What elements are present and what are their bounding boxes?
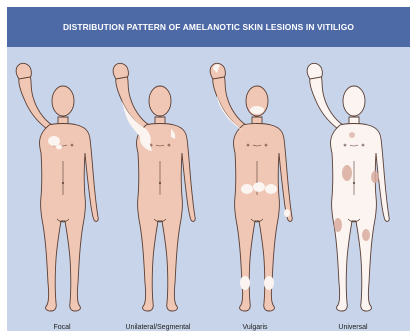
figure-area: Focal Unilateral/Segmental Vulgaris Univ… <box>7 47 410 331</box>
residual-pigment-patch <box>371 171 379 183</box>
caption-focal: Focal <box>17 324 107 331</box>
residual-pigment-patch <box>362 229 370 241</box>
figure-focal <box>16 63 98 311</box>
caption-segmental: Unilateral/Segmental <box>113 324 203 331</box>
title-bar: DISTRIBUTION PATTERN OF AMELANOTIC SKIN … <box>7 7 410 47</box>
residual-pigment-patch <box>349 132 355 138</box>
figure-universal <box>307 63 389 311</box>
vulgaris-lesion <box>250 106 264 114</box>
figures-svg <box>7 47 410 331</box>
diagram-title: DISTRIBUTION PATTERN OF AMELANOTIC SKIN … <box>63 22 354 32</box>
focal-lesion <box>56 145 62 150</box>
vulgaris-lesion <box>241 184 253 194</box>
figure-vulgaris <box>210 63 292 311</box>
focal-lesion <box>48 136 60 146</box>
residual-pigment-patch <box>342 165 352 181</box>
vulgaris-lesion <box>264 276 274 290</box>
vulgaris-lesion <box>253 182 265 192</box>
figure-segmental <box>113 63 195 311</box>
caption-universal: Universal <box>308 324 398 331</box>
vulgaris-lesion <box>265 184 277 194</box>
vulgaris-lesion <box>284 209 290 217</box>
residual-pigment-patch <box>334 218 342 232</box>
caption-vulgaris: Vulgaris <box>210 324 300 331</box>
vulgaris-lesion <box>240 276 250 290</box>
